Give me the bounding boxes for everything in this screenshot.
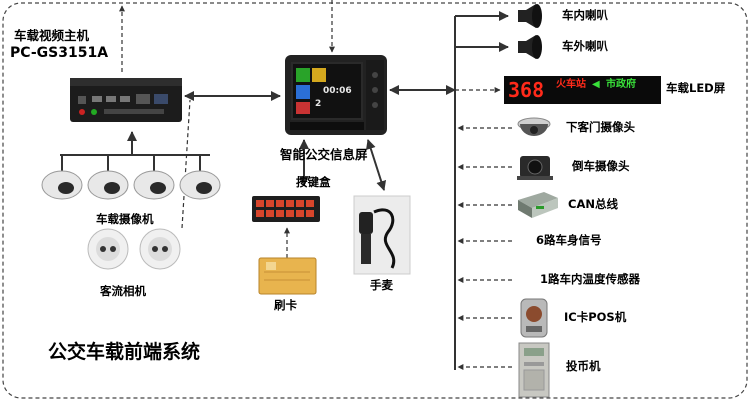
- cabin-camera-icon: [179, 170, 221, 200]
- can-module-icon: [518, 192, 558, 218]
- right-label-1: 车外喇叭: [562, 39, 608, 53]
- counter-camera-icon: [139, 228, 181, 270]
- card-label: 刷卡: [274, 298, 297, 312]
- speaker-icon: [518, 4, 542, 28]
- led-sign: [504, 76, 661, 104]
- right-label-8: IC卡POS机: [564, 310, 627, 324]
- mic-link: [365, 139, 387, 191]
- counter-camera-icon: [87, 228, 129, 270]
- cabin-camera-icon: [41, 170, 83, 200]
- led-dest: 市政府: [606, 79, 636, 90]
- pos-terminal-icon: [520, 298, 548, 338]
- terminal-label: 智能公交信息屏: [280, 147, 368, 162]
- info-terminal: [285, 55, 387, 135]
- right-label-2: 车载LED屏: [666, 81, 726, 95]
- right-label-5: CAN总线: [568, 197, 618, 211]
- video-host: [70, 78, 182, 122]
- coin-box-icon: [518, 342, 550, 398]
- cameras-label: 车载摄像机: [96, 212, 154, 226]
- speaker-icon: [518, 35, 542, 59]
- counter-cam-link: [181, 99, 191, 229]
- led-route: 368: [508, 78, 545, 102]
- right-label-7: 1路车内温度传感器: [540, 272, 641, 286]
- handheld-mic-icon: [353, 195, 411, 275]
- right-label-9: 投币机: [566, 359, 601, 373]
- keypad-label: 按键盒: [296, 175, 331, 189]
- right-label-6: 6路车身信号: [536, 233, 602, 247]
- led-arrow: ◀: [592, 79, 600, 90]
- host-model: PC-GS3151A: [10, 45, 109, 61]
- keypad-icon: [252, 196, 320, 222]
- right-label-0: 车内喇叭: [562, 8, 608, 22]
- dome-camera-icon: [517, 117, 551, 136]
- cabin-camera-icon: [87, 170, 129, 200]
- right-label-3: 下客门摄像头: [566, 120, 635, 134]
- reverse-camera-icon: [517, 156, 553, 180]
- led-station: 火车站: [556, 79, 586, 90]
- host-name: 车载视频主机: [14, 28, 90, 43]
- terminal-number: 2: [315, 99, 322, 109]
- cabin-camera-icon: [133, 170, 175, 200]
- counter-label: 客流相机: [100, 284, 146, 298]
- terminal-clock: 00:06: [323, 86, 352, 96]
- smart-card-icon: [258, 257, 317, 295]
- mic-label: 手麦: [370, 278, 393, 292]
- right-label-4: 倒车摄像头: [572, 159, 630, 173]
- system-title: 公交车载前端系统: [48, 341, 201, 363]
